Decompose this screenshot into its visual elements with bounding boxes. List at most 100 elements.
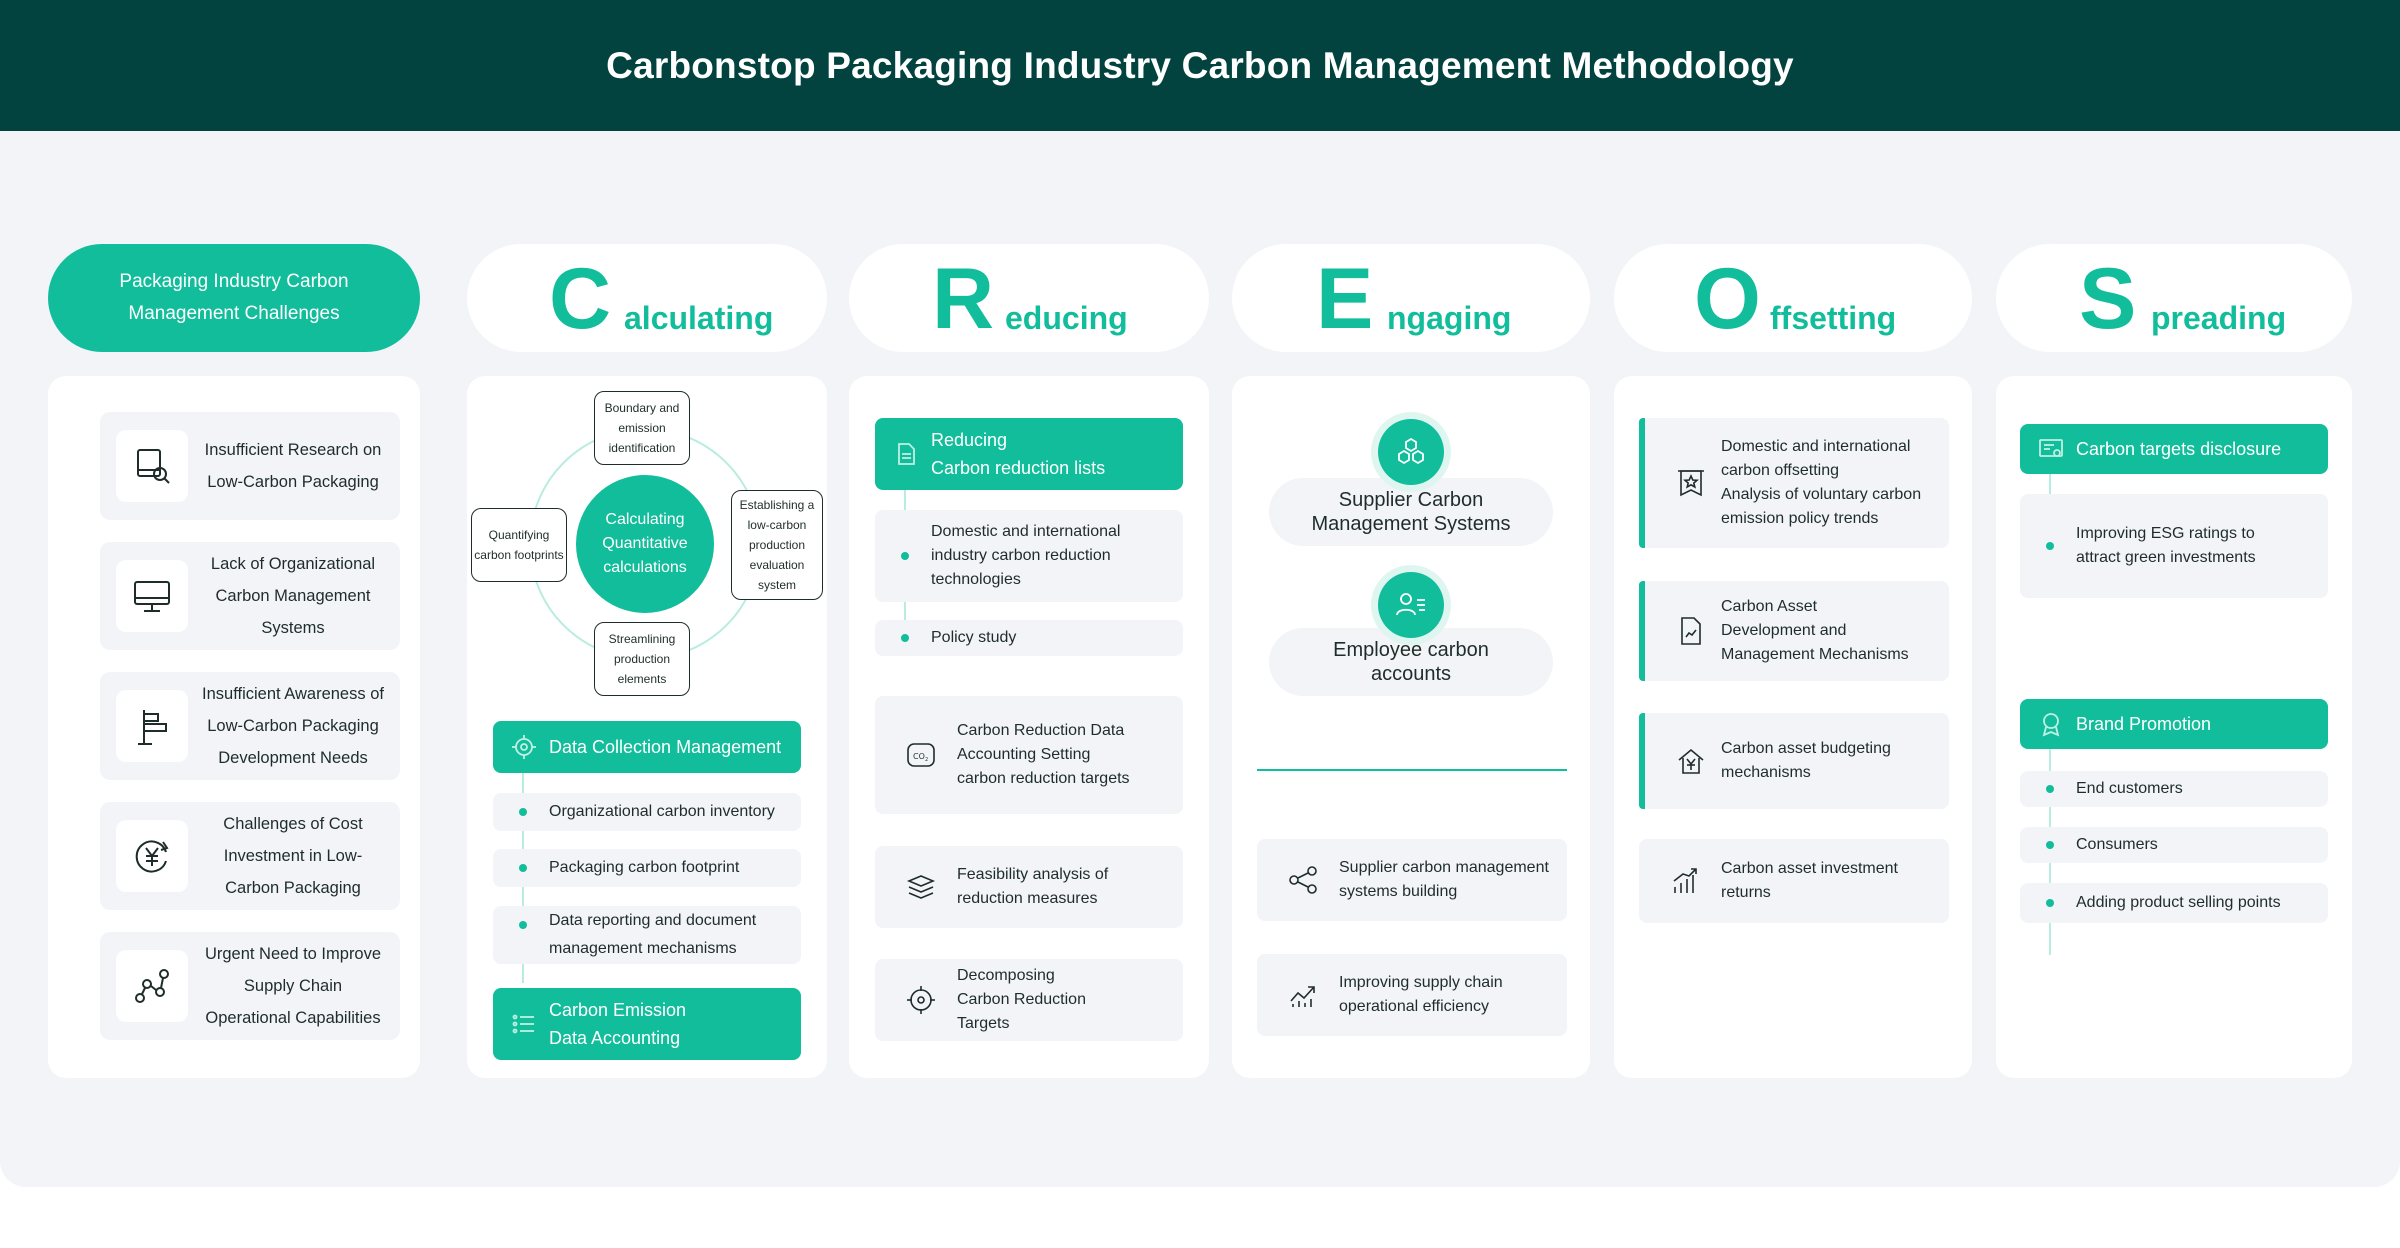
card-line: Carbon asset investment returns bbox=[1721, 860, 1898, 901]
list-item: Organizational carbon inventory bbox=[493, 793, 801, 831]
bullet-dot bbox=[2046, 785, 2054, 793]
reducing-word: educing bbox=[1005, 300, 1128, 336]
challenge-text: Insufficient Research on Low-Carbon Pack… bbox=[204, 441, 382, 491]
card-text: Supplier carbon management systems build… bbox=[1339, 859, 1549, 900]
bullet-dot bbox=[2046, 841, 2054, 849]
card-line: Carbon asset budgeting mechanisms bbox=[1721, 740, 1891, 781]
target-icon bbox=[512, 735, 536, 759]
svg-text:CO: CO bbox=[913, 752, 925, 761]
user-list-icon bbox=[1378, 572, 1444, 638]
bullet-dot bbox=[519, 921, 527, 929]
list-icon bbox=[512, 1014, 534, 1034]
spreading-letter: S bbox=[2079, 251, 2137, 347]
card-text: Carbon Asset Development and Management … bbox=[1721, 581, 1909, 681]
engaging-card: Improving supply chain operational effic… bbox=[1257, 954, 1567, 1036]
disclosure-bar: Carbon targets disclosure bbox=[2020, 424, 2328, 474]
challenge-item: Insufficient Research on Low-Carbon Pack… bbox=[100, 412, 400, 520]
reducing-subtitle: Carbon reduction lists bbox=[931, 458, 1106, 478]
bullet-dot bbox=[2046, 899, 2054, 907]
offsetting-card: Domestic and international carbon offset… bbox=[1639, 418, 1949, 548]
data-collection-bar: Data Collection Management bbox=[493, 721, 801, 773]
card-line: Carbon Asset Development and Management … bbox=[1721, 598, 1909, 663]
calculating-letter: C bbox=[549, 251, 612, 347]
offsetting-card: Carbon asset investment returns bbox=[1639, 839, 1949, 923]
brand-promotion-label: Brand Promotion bbox=[2076, 714, 2212, 734]
offsetting-panel: Domestic and international carbon offset… bbox=[1614, 376, 1972, 1078]
card-text: Decomposing Carbon Reduction Targets bbox=[957, 967, 1086, 1032]
node-boundary: Boundary and emission identification bbox=[594, 391, 690, 465]
challenge-item: Insufficient Awareness of Low-Carbon Pac… bbox=[100, 672, 400, 780]
list-item-text: Adding product selling points bbox=[2076, 894, 2281, 911]
list-item: Policy study bbox=[875, 620, 1183, 656]
list-item: Domestic and international industry carb… bbox=[875, 510, 1183, 602]
employee-accounts-label: Employee carbon accounts bbox=[1269, 628, 1553, 696]
calculating-panel: Calculating Quantitative calculations Bo… bbox=[467, 376, 827, 1078]
page-title: Carbonstop Packaging Industry Carbon Man… bbox=[606, 44, 1794, 86]
card-text: Feasibility analysis of reduction measur… bbox=[957, 866, 1109, 907]
supplier-systems-label: Supplier Carbon Management Systems bbox=[1269, 478, 1553, 546]
offsetting-card: Carbon asset budgeting mechanisms bbox=[1639, 713, 1949, 809]
challenge-text: Challenges of Cost Investment in Low-Car… bbox=[223, 815, 363, 897]
bullet-dot bbox=[901, 552, 909, 560]
bullet-dot bbox=[519, 864, 527, 872]
engaging-word: ngaging bbox=[1387, 300, 1512, 336]
challenge-text: Lack of Organizational Carbon Management… bbox=[210, 555, 376, 637]
engaging-panel: Supplier Carbon Management Systems Emplo… bbox=[1232, 376, 1590, 1078]
target-icon bbox=[907, 986, 935, 1014]
list-item-text: End customers bbox=[2076, 780, 2183, 797]
card-line: Analysis of voluntary carbon emission po… bbox=[1721, 486, 1922, 527]
spreading-panel: Carbon targets disclosure Improving ESG … bbox=[1996, 376, 2352, 1078]
share-nodes-icon bbox=[1289, 866, 1317, 894]
challenge-text: Insufficient Awareness of Low-Carbon Pac… bbox=[202, 685, 384, 767]
engaging-card: Supplier carbon management systems build… bbox=[1257, 839, 1567, 921]
yuan-house-icon bbox=[1678, 748, 1704, 774]
reduction-card: Decomposing Carbon Reduction Targets bbox=[875, 959, 1183, 1041]
challenge-item: Challenges of Cost Investment in Low-Car… bbox=[100, 802, 400, 910]
emission-accounting-bar: Carbon Emission Data Accounting bbox=[493, 988, 801, 1060]
challenges-heading: Packaging Industry Carbon Management Cha… bbox=[48, 244, 420, 352]
reducing-panel: Reducing Carbon reduction lists Domestic… bbox=[849, 376, 1209, 1078]
spreading-word: preading bbox=[2151, 300, 2287, 336]
calculating-center: Calculating Quantitative calculations bbox=[576, 475, 714, 613]
list-item-text: Improving ESG ratings to attract green i… bbox=[2076, 525, 2256, 566]
bar-growth-icon bbox=[1673, 868, 1697, 893]
star-badge-icon bbox=[1678, 470, 1704, 497]
bullet-dot bbox=[519, 808, 527, 816]
list-item: Data reporting and document management m… bbox=[493, 906, 801, 964]
reduction-card: Feasibility analysis of reduction measur… bbox=[875, 846, 1183, 928]
list-item-text: Organizational carbon inventory bbox=[549, 803, 775, 820]
hexagon-cluster-icon bbox=[1378, 419, 1444, 485]
card-line: Domestic and international carbon offset… bbox=[1721, 438, 1911, 479]
list-item: Improving ESG ratings to attract green i… bbox=[2020, 494, 2328, 598]
title-bar: Carbonstop Packaging Industry Carbon Man… bbox=[0, 0, 2400, 131]
reducing-list-bar: Reducing Carbon reduction lists bbox=[875, 418, 1183, 490]
monitor-icon bbox=[116, 560, 188, 632]
research-icon bbox=[116, 430, 188, 502]
bullet-dot bbox=[901, 634, 909, 642]
column-header-spreading: S preading bbox=[1996, 244, 2352, 352]
list-item-text: Packaging carbon footprint bbox=[549, 859, 740, 876]
column-header-engaging: E ngaging bbox=[1232, 244, 1590, 352]
trend-up-icon bbox=[1290, 986, 1315, 1007]
challenge-item: Urgent Need to Improve Supply Chain Oper… bbox=[100, 932, 400, 1040]
offsetting-letter: O bbox=[1694, 251, 1761, 347]
layers-icon bbox=[906, 875, 936, 899]
node-evaluation: Establishing a low-carbon production eva… bbox=[731, 490, 823, 600]
column-header-offsetting: O ffsetting bbox=[1614, 244, 1972, 352]
list-item: Adding product selling points bbox=[2020, 883, 2328, 923]
document-chart-icon bbox=[1681, 617, 1701, 645]
list-item-text: Policy study bbox=[931, 629, 1017, 646]
disclosure-label: Carbon targets disclosure bbox=[2076, 439, 2282, 459]
list-item: Packaging carbon footprint bbox=[493, 849, 801, 887]
list-item: End customers bbox=[2020, 771, 2328, 807]
list-item-text: Consumers bbox=[2076, 836, 2158, 853]
column-header-reducing: R educing bbox=[849, 244, 1209, 352]
badge-icon bbox=[2042, 713, 2060, 737]
signpost-icon bbox=[116, 690, 188, 762]
calculating-word: alculating bbox=[624, 300, 774, 336]
network-icon bbox=[116, 950, 188, 1022]
emission-accounting-label: Carbon Emission Data Accounting bbox=[549, 1000, 687, 1048]
